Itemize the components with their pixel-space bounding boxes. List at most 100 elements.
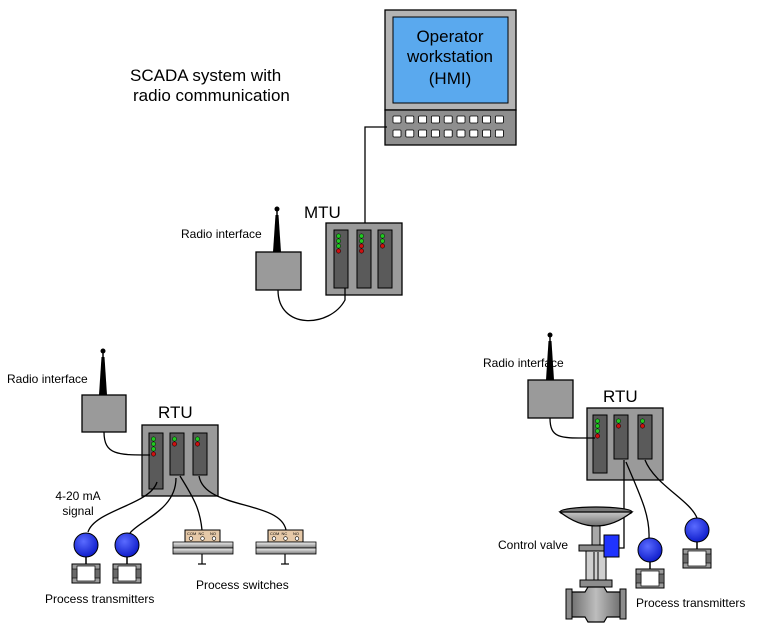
status-led-green: [195, 436, 200, 442]
switch-terminal-label: NO: [210, 531, 216, 536]
keyboard-key: [494, 129, 504, 138]
keyboard-key: [443, 115, 453, 124]
mtu-label: MTU: [304, 203, 341, 222]
antenna-tip: [274, 206, 280, 212]
status-led-red: [151, 451, 156, 457]
io-module: [356, 229, 372, 289]
status-led-green: [359, 233, 364, 239]
keyboard-key: [405, 115, 415, 124]
process-transmitter: [71, 532, 101, 584]
switch-plate: [255, 541, 317, 549]
transmitter-head: [684, 517, 710, 543]
right-radio-cable: [549, 417, 596, 439]
diagram-title-line2: radio communication: [133, 86, 290, 105]
left-radio-label: Radio interface: [7, 372, 88, 386]
process-switches-label: Process switches: [196, 578, 289, 592]
status-led-red: [640, 423, 645, 429]
signal-label-line2: signal: [62, 504, 93, 518]
keyboard-key: [392, 115, 402, 124]
hmi-label-line2: workstation: [406, 47, 493, 66]
status-led-red: [359, 248, 364, 254]
wire-to-transmitter-4: [644, 459, 698, 519]
status-led-green: [172, 436, 177, 442]
switch-terminal-screw: [188, 536, 194, 541]
mtu-radio-interface: [255, 251, 302, 291]
left-rtu-label: RTU: [158, 403, 193, 422]
right-process-transmitters: [635, 517, 712, 589]
status-led-red: [616, 423, 621, 429]
left-process-transmitters-label: Process transmitters: [45, 592, 154, 606]
process-transmitter: [635, 537, 665, 589]
left-process-transmitters: [71, 532, 142, 584]
wire-to-transmitter-3: [625, 461, 650, 539]
process-transmitter: [112, 532, 142, 584]
hmi-label-line1: Operator: [416, 27, 483, 46]
transmitter-face: [687, 550, 707, 567]
transmitter-flange: [635, 573, 642, 584]
left-radio-cable: [103, 431, 151, 456]
keyboard-key: [443, 129, 453, 138]
switch-terminal-screw: [200, 536, 205, 541]
transmitter-face: [117, 565, 137, 582]
switch-terminal-label: NO: [293, 531, 299, 536]
status-led-green: [336, 238, 341, 244]
status-led-red: [595, 433, 600, 439]
status-led-green: [616, 418, 621, 424]
wire-to-transmitter-1: [87, 481, 158, 533]
signal-label-line1: 4-20 mA: [55, 489, 100, 503]
transmitter-flange: [112, 568, 119, 579]
status-led-green: [595, 423, 600, 429]
keyboard-key: [482, 115, 492, 124]
io-module: [613, 414, 629, 460]
left-rtu-modules: [148, 432, 208, 490]
diagram-title-line1: SCADA system with: [130, 66, 281, 85]
mtu-radio-label: Radio interface: [181, 227, 262, 241]
switch-plate: [172, 541, 234, 549]
io-module: [637, 414, 653, 460]
keyboard-key: [469, 115, 479, 124]
status-led-red: [380, 243, 385, 249]
mtu-radio-cable: [277, 288, 346, 322]
mtu-modules: [333, 229, 393, 289]
wire-to-valve-positioner: [618, 460, 625, 549]
status-led-green: [151, 436, 156, 442]
switch-terminal-label: NC: [199, 531, 205, 536]
antenna-body: [273, 215, 281, 252]
status-led-red: [359, 243, 364, 249]
control-valve-label: Control valve: [498, 538, 568, 552]
wire-to-transmitter-2: [129, 477, 177, 534]
hmi-label-line3: (HMI): [429, 69, 471, 88]
status-led-green: [380, 238, 385, 244]
keyboard-key: [456, 129, 466, 138]
keyboard-key: [469, 129, 479, 138]
keyboard-key: [494, 115, 504, 124]
transmitter-flange: [658, 573, 665, 584]
transmitter-flange: [94, 568, 101, 579]
switch-terminal-screw: [294, 536, 300, 541]
keyboard-key: [392, 129, 402, 138]
status-led-green: [151, 441, 156, 447]
switch-terminal-label: NC: [282, 531, 288, 536]
wire-to-switch-1: [179, 475, 203, 531]
keyboard-key: [430, 115, 440, 124]
antenna-icon: [546, 332, 554, 380]
keyboard-key: [418, 115, 428, 124]
io-module: [333, 229, 349, 289]
io-module: [592, 414, 608, 474]
antenna-icon: [273, 206, 281, 252]
status-led-red: [336, 248, 341, 254]
hmi-keyboard: [384, 109, 517, 146]
valve-positioner: [603, 534, 620, 558]
hmi-to-mtu-cable: [364, 126, 387, 232]
status-led-red: [195, 441, 200, 447]
keyboard-key: [456, 115, 466, 124]
switch-plate: [172, 547, 234, 555]
right-process-transmitters-label: Process transmitters: [636, 596, 745, 610]
right-radio-interface: [527, 379, 574, 419]
operator-workstation: [384, 9, 517, 146]
switch-terminal-label: COM: [187, 531, 196, 536]
switch-terminal-label: COM: [270, 531, 279, 536]
left-radio-interface: [81, 394, 127, 433]
